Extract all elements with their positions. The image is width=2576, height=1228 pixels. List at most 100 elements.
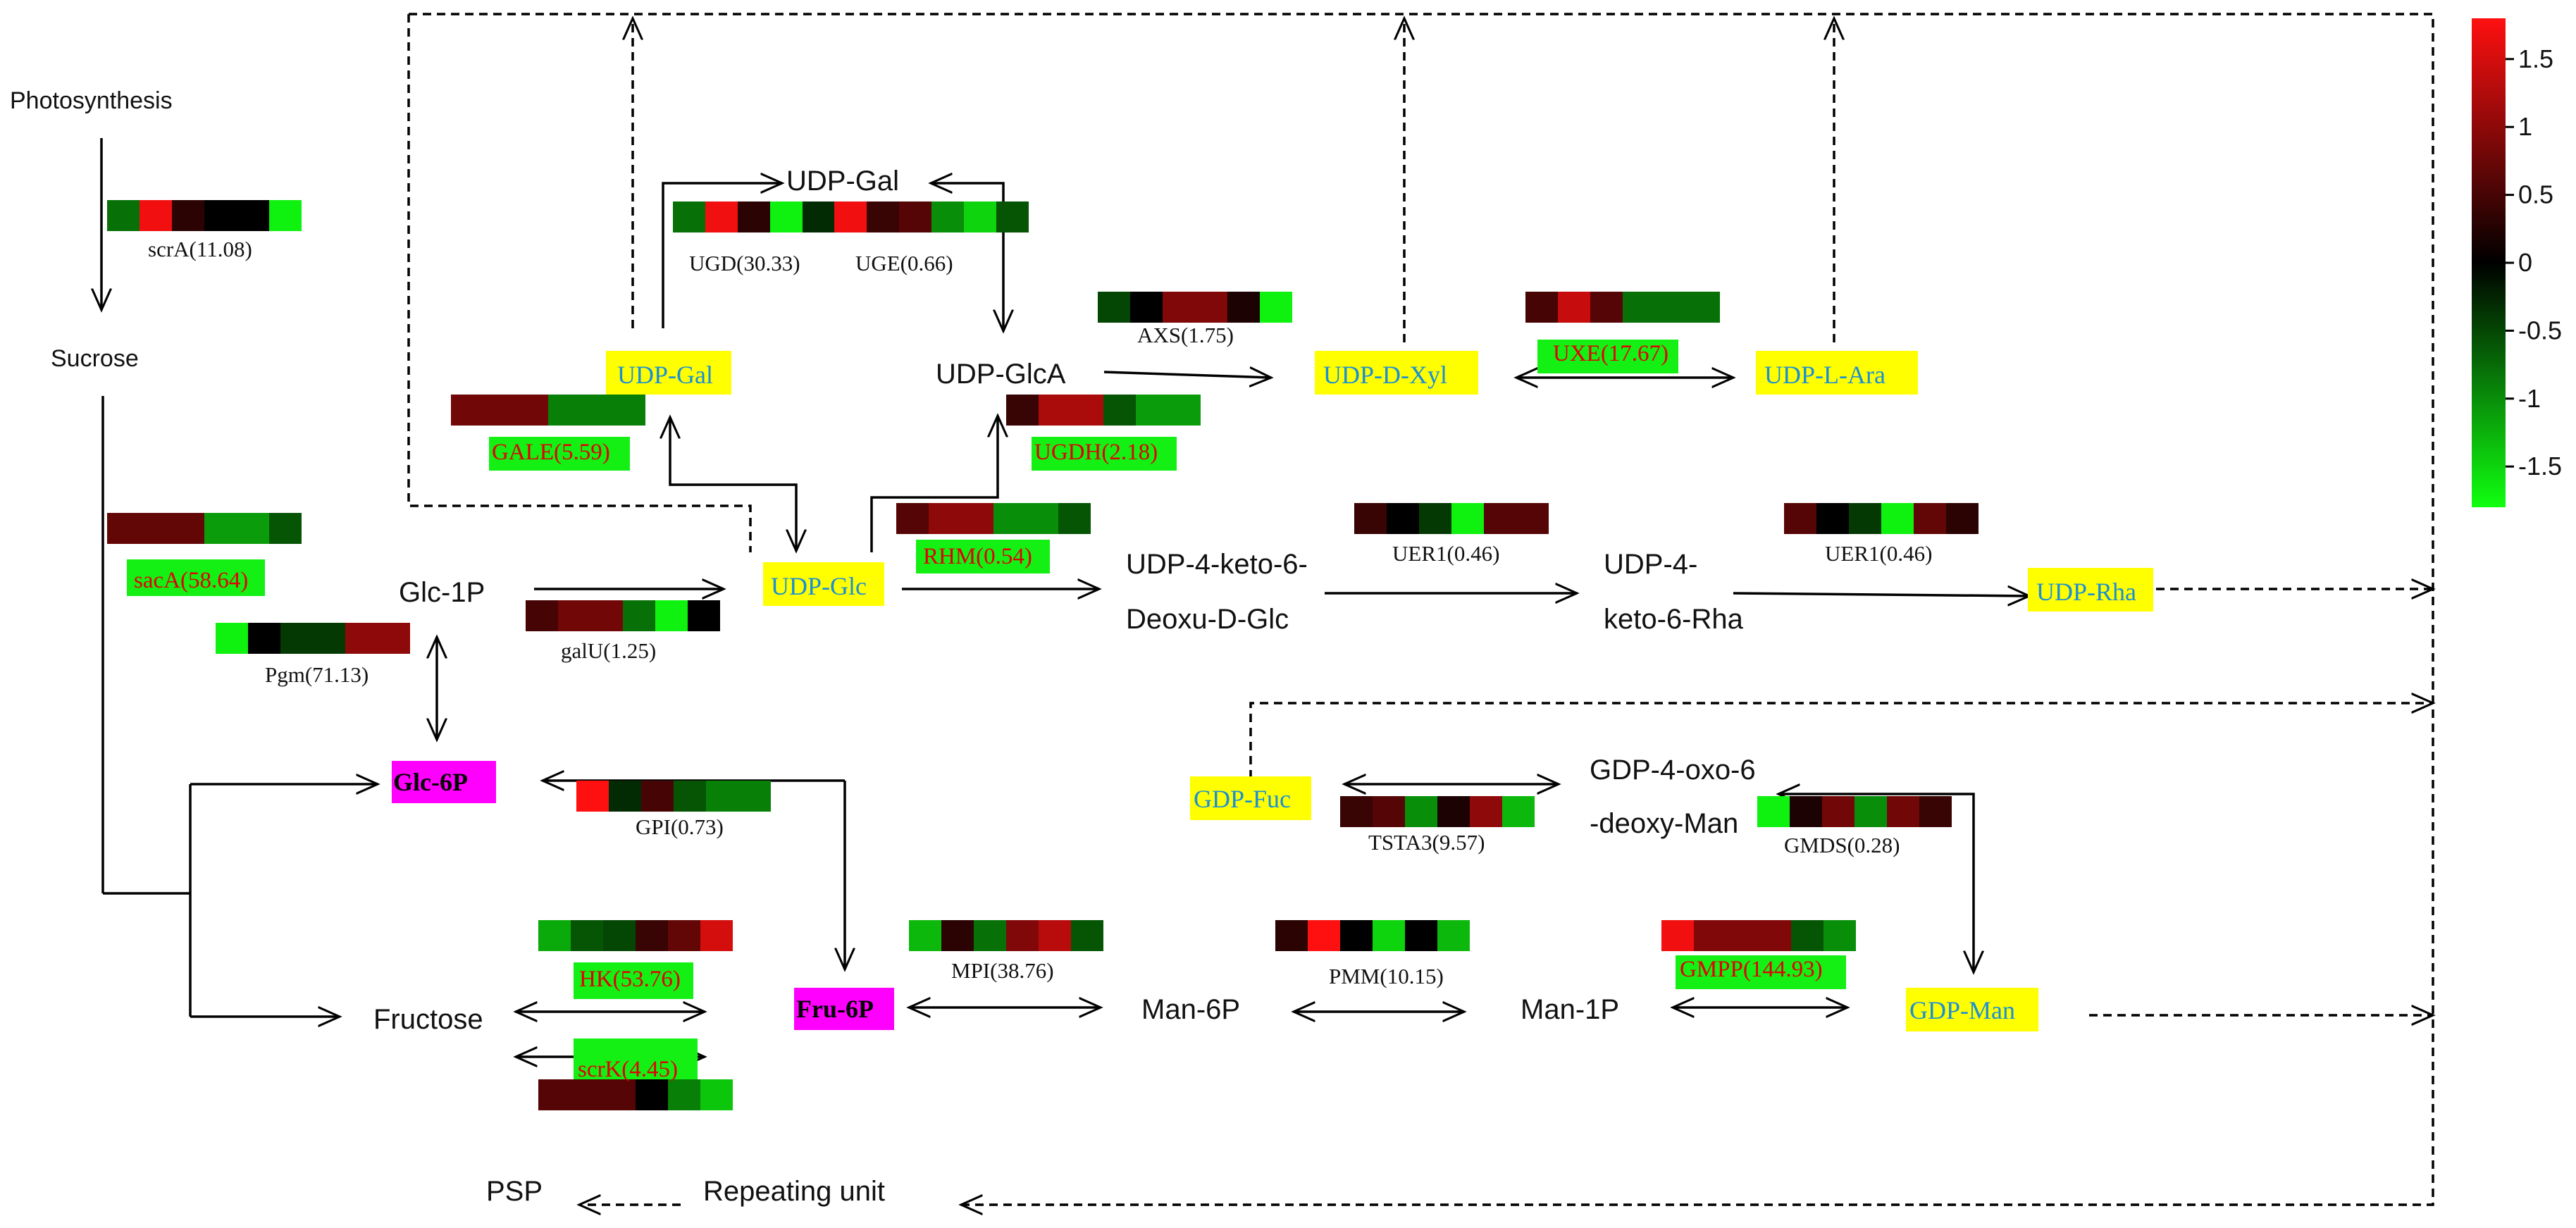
heatmap-cell bbox=[1661, 920, 1694, 951]
gene-label-highlight bbox=[127, 559, 265, 596]
heatmap-cell bbox=[538, 1079, 571, 1110]
heatmap-cell bbox=[216, 623, 248, 654]
heatmap-cell bbox=[738, 201, 770, 232]
heatmap-cell bbox=[1759, 920, 1791, 951]
colorbar-tick-label: -1 bbox=[2518, 384, 2541, 413]
heatmap-cell bbox=[1516, 503, 1549, 534]
gene-label: PMM(10.15) bbox=[1329, 964, 1444, 988]
heatmap-cell bbox=[269, 513, 302, 544]
gene-scra: scrA(11.08) bbox=[107, 200, 302, 261]
gene-label: UXE(17.67) bbox=[1553, 341, 1668, 366]
colorbar-tick-label: 0 bbox=[2518, 248, 2532, 277]
heatmap-cell bbox=[1039, 395, 1071, 426]
gene-label: galU(1.25) bbox=[561, 638, 656, 663]
heatmap-cell bbox=[1340, 920, 1373, 951]
heatmap-cell bbox=[996, 201, 1029, 232]
heatmap-cell bbox=[964, 201, 996, 232]
heatmap-cell bbox=[107, 200, 140, 231]
heatmap-cell bbox=[993, 503, 1026, 534]
udp-rha-label: UDP-Rha bbox=[2036, 578, 2136, 606]
heatmap-cell bbox=[603, 920, 636, 951]
heatmap-cell bbox=[1058, 503, 1091, 534]
heatmap-cell bbox=[378, 623, 410, 654]
gene-ugdh: UGDH(2.18) bbox=[1006, 395, 1201, 471]
photosynthesis-label: Photosynthesis bbox=[10, 87, 173, 114]
heatmap-cell bbox=[571, 1079, 603, 1110]
heatmap-cell bbox=[1373, 920, 1405, 951]
gene-label: UER1(0.46) bbox=[1392, 541, 1499, 566]
gene-saca: sacA(58.64) bbox=[107, 513, 302, 596]
udp-l-ara-label: UDP-L-Ara bbox=[1764, 361, 1885, 389]
heatmap-cell bbox=[1470, 796, 1502, 827]
fru-6p-box bbox=[794, 988, 894, 1030]
gene-label: GMDS(0.28) bbox=[1784, 833, 1900, 857]
gene-gmpp: GMPP(144.93) bbox=[1661, 920, 1856, 989]
heatmap-cell bbox=[1071, 920, 1103, 951]
colorbar-tick-label: 1.5 bbox=[2518, 44, 2553, 73]
heatmap-cell bbox=[941, 920, 974, 951]
heatmap-cell bbox=[706, 781, 738, 812]
colorbar-ticks: 1.510.50-0.5-1-1.5 bbox=[2506, 44, 2562, 480]
heatmap-cell bbox=[140, 513, 172, 544]
udp-4keto-deoxu-label-2: Deoxu-D-Glc bbox=[1126, 604, 1289, 635]
heatmap-cell bbox=[204, 513, 237, 544]
gene-scrk: scrK(4.45) bbox=[538, 1038, 733, 1110]
heatmap-cell bbox=[1854, 796, 1887, 827]
heatmap-cell bbox=[237, 513, 269, 544]
heatmap-cell bbox=[248, 623, 280, 654]
gene-uge: UGE(0.66) bbox=[834, 201, 1029, 275]
heatmap-cell bbox=[172, 513, 204, 544]
heatmap-cell bbox=[280, 623, 313, 654]
heatmap-cell bbox=[1227, 292, 1260, 323]
heatmap-cell bbox=[1071, 395, 1103, 426]
heatmap-cell bbox=[674, 781, 706, 812]
gene-label: UGDH(2.18) bbox=[1034, 440, 1158, 465]
gene-hk: HK(53.76) bbox=[538, 920, 733, 999]
colorbar: 1.510.50-0.5-1-1.5 bbox=[2472, 18, 2562, 507]
udp-4keto-rha-label-1: UDP-4- bbox=[1604, 549, 1697, 580]
gene-heatmaps: scrA(11.08)UGD(30.33)UGE(0.66)AXS(1.75)U… bbox=[107, 200, 1979, 1110]
heatmap-cell bbox=[1623, 292, 1655, 323]
heatmap-cell bbox=[1881, 503, 1914, 534]
udp-rha-box bbox=[2028, 568, 2153, 612]
heatmap-cell bbox=[673, 201, 705, 232]
heatmap-cell bbox=[623, 600, 655, 631]
heatmap-cell bbox=[1437, 920, 1470, 951]
heatmap-cell bbox=[1887, 796, 1919, 827]
gene-label: scrK(4.45) bbox=[578, 1057, 678, 1082]
gdp-oxo-label-2: -deoxy-Man bbox=[1590, 808, 1738, 839]
heatmap-cell bbox=[929, 503, 961, 534]
heatmap-cell bbox=[803, 201, 835, 232]
man-1p-label: Man-1P bbox=[1521, 994, 1619, 1025]
heatmap-cell bbox=[526, 600, 558, 631]
heatmap-cell bbox=[1914, 503, 1946, 534]
heatmap-cell bbox=[1694, 920, 1726, 951]
fructose-label: Fructose bbox=[373, 1004, 483, 1035]
heatmap-cell bbox=[1387, 503, 1419, 534]
heatmap-cell bbox=[1405, 796, 1437, 827]
udp-l-ara-box bbox=[1756, 351, 1918, 395]
heatmap-cell bbox=[1006, 920, 1039, 951]
heatmap-cell bbox=[603, 1079, 636, 1110]
heatmap-cell bbox=[700, 920, 733, 951]
colorbar-tick-label: 1 bbox=[2518, 112, 2532, 141]
udp-4keto-rha-label-2: keto-6-Rha bbox=[1604, 604, 1744, 635]
heatmap-cell bbox=[1006, 395, 1039, 426]
heatmap-cell bbox=[1308, 920, 1340, 951]
gene-gale: GALE(5.59) bbox=[451, 395, 645, 471]
heatmap-cell bbox=[1525, 292, 1558, 323]
heatmap-cell bbox=[1822, 796, 1854, 827]
repeating-unit-label: Repeating unit bbox=[703, 1176, 885, 1207]
heatmap-cell bbox=[1816, 503, 1849, 534]
heatmap-cell bbox=[1784, 503, 1816, 534]
gene-axs: AXS(1.75) bbox=[1098, 292, 1292, 347]
solid-connectors bbox=[101, 138, 2029, 1057]
psp-label: PSP bbox=[486, 1176, 543, 1207]
heatmap-cell bbox=[668, 920, 700, 951]
heatmap-cell bbox=[204, 200, 237, 231]
gene-label: TSTA3(9.57) bbox=[1368, 830, 1485, 855]
heatmap-cell bbox=[688, 600, 720, 631]
gdp-fuc-box bbox=[1190, 776, 1311, 820]
udp-d-xyl-box bbox=[1315, 351, 1478, 395]
heatmap-cell bbox=[1168, 395, 1201, 426]
